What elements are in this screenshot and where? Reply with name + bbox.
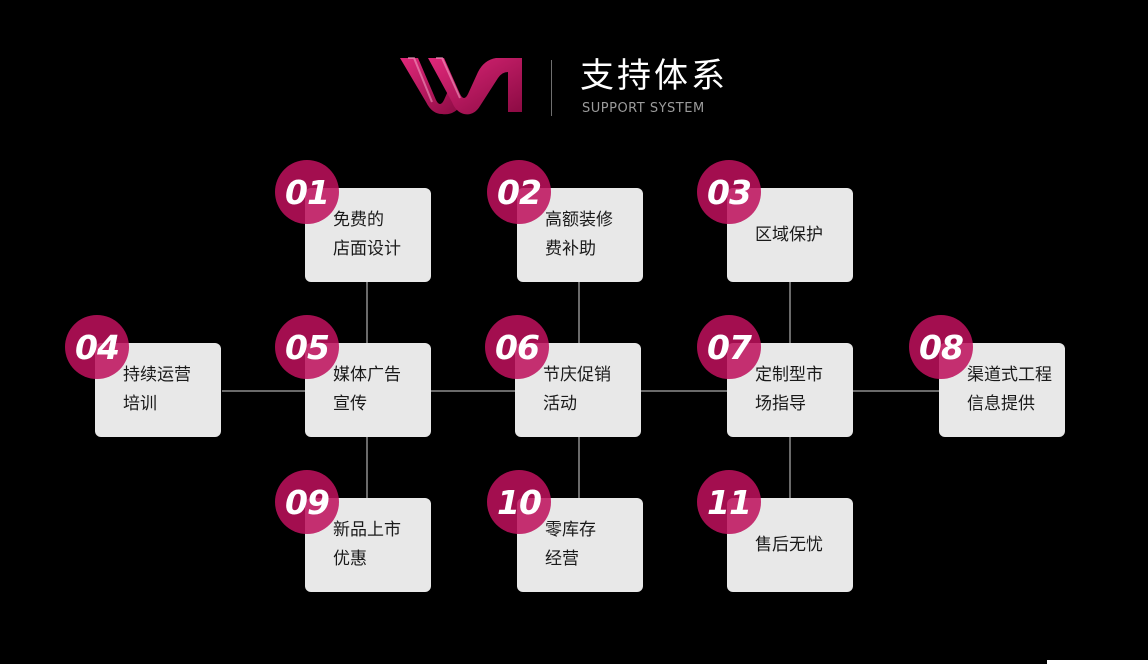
card-text: 宣传	[333, 394, 367, 414]
number-badge: 03	[697, 160, 761, 224]
number-badge: 06	[485, 315, 549, 379]
footer-bar	[1047, 660, 1148, 664]
card-text: 新品上市	[333, 520, 401, 540]
number-badge: 07	[697, 315, 761, 379]
card-text: 场指导	[755, 394, 806, 414]
number-badge: 04	[65, 315, 129, 379]
header-divider	[551, 60, 552, 116]
card-text: 零库存	[545, 520, 596, 540]
card-text: 信息提供	[967, 394, 1035, 414]
card-text: 培训	[123, 394, 157, 414]
number-badge: 08	[909, 315, 973, 379]
page-title: 支持体系	[580, 56, 728, 96]
page-subtitle: SUPPORT SYSTEM	[582, 101, 705, 116]
card-text: 区域保护	[755, 224, 823, 245]
card-text: 经营	[545, 549, 579, 569]
number-badge: 10	[487, 470, 551, 534]
number-badge: 02	[487, 160, 551, 224]
card-text: 持续运营	[123, 365, 191, 385]
number-badge: 01	[275, 160, 339, 224]
card-text: 渠道式工程	[967, 365, 1052, 385]
card-text: 活动	[543, 394, 577, 414]
card-text: 售后无忧	[755, 534, 823, 555]
support-card-01: 免费的 店面设计	[305, 188, 431, 282]
number-badge: 09	[275, 470, 339, 534]
card-text: 高额装修	[545, 210, 613, 230]
support-card-03: 区域保护	[727, 188, 853, 282]
card-text: 费补助	[545, 239, 596, 259]
card-text: 媒体广告	[333, 365, 401, 385]
card-text: 店面设计	[333, 239, 401, 259]
wn-logo-icon	[400, 57, 522, 115]
support-card-02: 高额装修 费补助	[517, 188, 643, 282]
support-card-08: 渠道式工程 信息提供	[939, 343, 1065, 437]
card-text: 节庆促销	[543, 365, 611, 385]
card-text: 免费的	[333, 210, 384, 230]
number-badge: 05	[275, 315, 339, 379]
card-text: 优惠	[333, 549, 367, 569]
number-badge: 11	[697, 470, 761, 534]
card-text: 定制型市	[755, 365, 823, 385]
